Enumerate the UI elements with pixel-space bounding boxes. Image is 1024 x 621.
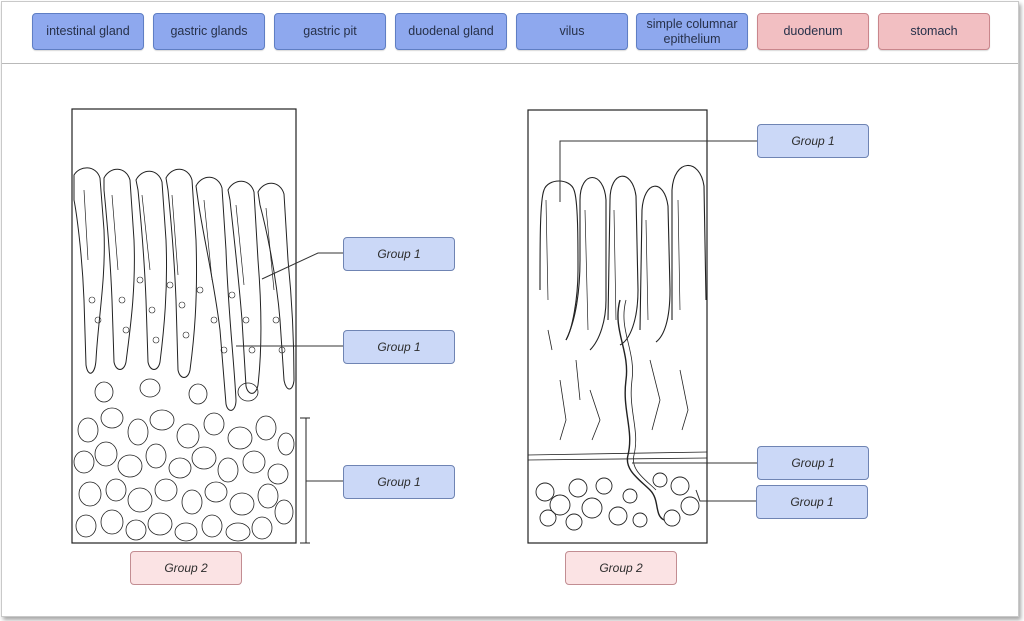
chip-gastric-pit[interactable]: gastric pit — [274, 13, 386, 50]
duodenum-drop-target-intestinal-gland[interactable]: Group 1 — [757, 446, 869, 480]
chip-simple-columnar-epithelium[interactable]: simple columnar epithelium — [636, 13, 748, 50]
chip-gastric-glands[interactable]: gastric glands — [153, 13, 265, 50]
word-bank: intestinal gland gastric glands gastric … — [2, 2, 1018, 64]
stomach-organ-drop-target[interactable]: Group 2 — [130, 551, 242, 585]
chip-duodenum[interactable]: duodenum — [757, 13, 869, 50]
duodenum-organ-drop-target[interactable]: Group 2 — [565, 551, 677, 585]
chip-intestinal-gland[interactable]: intestinal gland — [32, 13, 144, 50]
chip-vilus[interactable]: vilus — [516, 13, 628, 50]
stomach-drop-target-muscular-layer[interactable]: Group 1 — [343, 465, 455, 499]
duodenum-leader-lines — [559, 140, 757, 502]
stomach-leader-lines — [236, 252, 343, 482]
chip-stomach[interactable]: stomach — [878, 13, 990, 50]
stomach-drop-target-gastric-glands[interactable]: Group 1 — [343, 330, 455, 364]
stomach-drop-target-gastric-pit[interactable]: Group 1 — [343, 237, 455, 271]
duodenum-drop-target-duodenal-gland[interactable]: Group 1 — [756, 485, 868, 519]
duodenum-drop-target-villus[interactable]: Group 1 — [757, 124, 869, 158]
duodenum-histology-image — [527, 109, 708, 544]
stomach-histology-image — [71, 108, 310, 544]
chip-duodenal-gland[interactable]: duodenal gland — [395, 13, 507, 50]
